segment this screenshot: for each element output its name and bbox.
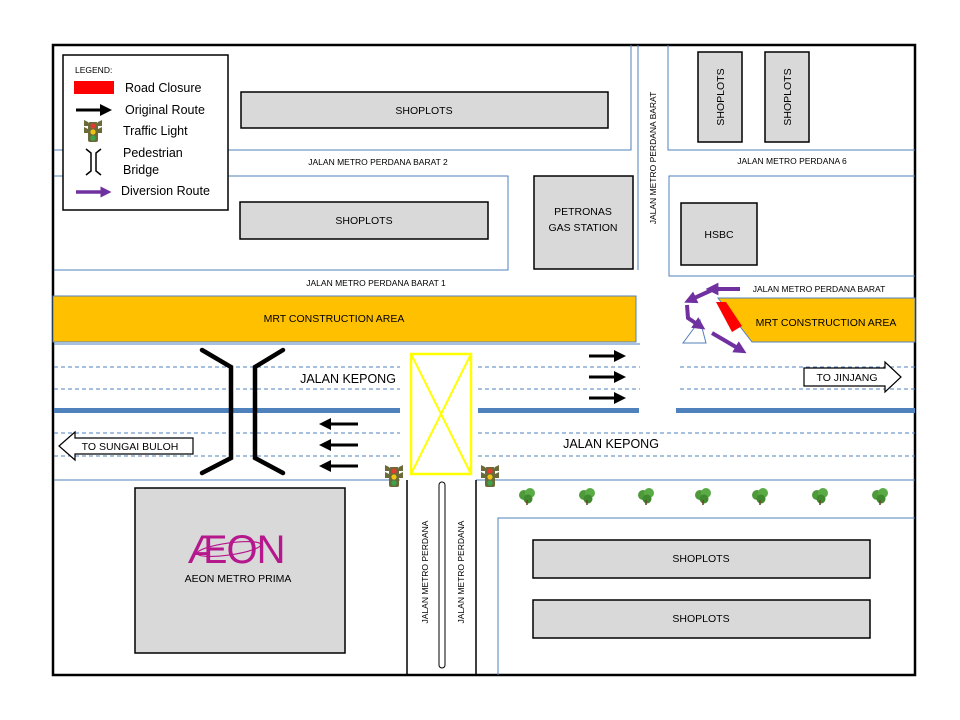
road-perdana-barat-vertical: JALAN METRO PERDANA BARAT [648,92,658,225]
shoplots-mid-label: SHOPLOTS [335,215,392,227]
junction-box [409,352,473,476]
shoplots-bottom-1-building [532,539,871,579]
road-perdana-6: JALAN METRO PERDANA 6 [737,156,847,166]
mrt-area-east [716,297,916,343]
petronas-label-2: GAS STATION [548,222,617,234]
road-kepong-south: JALAN KEPONG [563,437,659,451]
road-perdana-vertical-2: JALAN METRO PERDANA [456,520,466,623]
aeon-building [134,487,346,654]
road-median [54,408,915,413]
legend-diversion-route-label: Diversion Route [121,184,210,198]
road-closure-marker [716,302,742,332]
shoplots-bottom-2-label: SHOPLOTS [672,613,729,625]
road-perdana-barat-1: JALAN METRO PERDANA BARAT 1 [306,278,446,288]
road-kepong-north: JALAN KEPONG [300,372,396,386]
shoplots-vert-1-label: SHOPLOTS [715,68,727,125]
mrt-area-east-label: MRT CONSTRUCTION AREA [756,317,897,329]
legend-original-route-label: Original Route [125,103,205,117]
mrt-area-west [52,295,637,343]
to-sungai-buloh-label: TO SUNGAI BULOH [82,441,179,453]
legend: LEGEND: Road Closure Original Route Traf… [62,54,229,211]
legend-pedestrian-bridge-label-2: Bridge [123,163,159,177]
pedestrian-bridge [199,347,286,476]
road-perdana-vertical-1: JALAN METRO PERDANA [420,520,430,623]
hsbc-building [680,202,758,266]
road-perdana-barat-2: JALAN METRO PERDANA BARAT 2 [308,157,448,167]
legend-pedestrian-bridge-label-1: Pedestrian [123,146,183,160]
shoplots-bottom-1-label: SHOPLOTS [672,553,729,565]
road-edges [54,45,915,675]
lane-markings [54,366,915,457]
shoplots-vert-1-building [697,51,743,143]
legend-traffic-light-label: Traffic Light [123,124,188,138]
petronas-label-1: PETRONAS [554,206,612,218]
legend-title: LEGEND: [75,65,112,75]
shoplots-vert-2-label: SHOPLOTS [782,68,794,125]
shoplots-top-label: SHOPLOTS [395,105,452,117]
road-perdana-barat-east: JALAN METRO PERDANA BARAT [753,284,886,294]
diversion-arrows [684,282,747,354]
aeon-logo: ÆON [188,528,286,572]
original-route-arrows [319,350,626,472]
perdana-vertical-road [406,480,477,675]
shoplots-bottom-2-building [532,599,871,639]
shoplots-vert-2-building [764,51,810,143]
aeon-name-label: AEON METRO PRIMA [185,573,292,585]
to-jinjang-sign: TO JINJANG [803,360,902,394]
hsbc-label: HSBC [704,229,734,241]
pedestrian-bridge-icon [85,148,102,176]
road-closure-swatch [74,81,114,94]
shoplots-mid-building [239,201,489,240]
aeon-logo-text: ÆON [188,528,285,572]
to-sungai-buloh-sign: TO SUNGAI BULOH [58,430,194,462]
petronas-building [533,175,634,270]
to-jinjang-label: TO JINJANG [816,372,877,384]
buildings [134,51,871,654]
mrt-area-west-label: MRT CONSTRUCTION AREA [264,313,405,325]
shoplots-top-building [240,91,609,129]
legend-road-closure-label: Road Closure [125,81,201,95]
